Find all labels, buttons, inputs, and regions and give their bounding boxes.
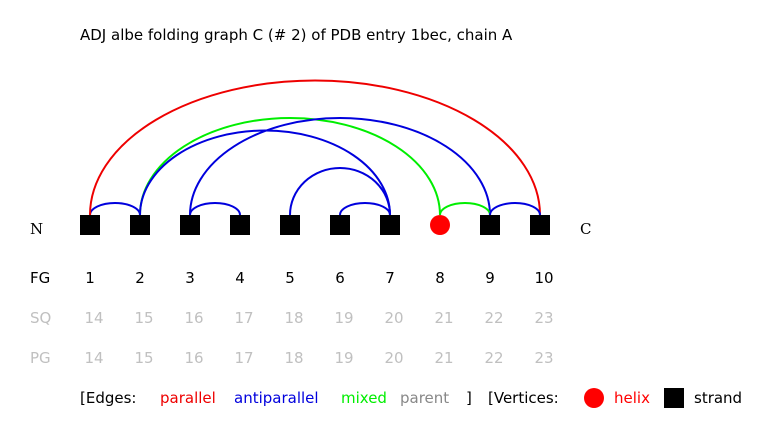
pg-index-3: 16 xyxy=(184,349,203,367)
edge-mixed-2-8 xyxy=(139,117,441,216)
vertex-strand-10 xyxy=(530,215,550,235)
legend-strand-icon xyxy=(664,388,684,408)
n-terminus-label: N xyxy=(30,220,43,238)
pg-index-8: 21 xyxy=(434,349,453,367)
edge-antiparallel-9-10 xyxy=(489,202,541,216)
pg-index-6: 19 xyxy=(334,349,353,367)
edge-antiparallel-6-7 xyxy=(339,202,391,216)
pg-index-10: 23 xyxy=(534,349,553,367)
sq-index-3: 16 xyxy=(184,309,203,327)
fg-index-8: 8 xyxy=(435,269,445,287)
sq-index-2: 15 xyxy=(134,309,153,327)
vertex-strand-1 xyxy=(80,215,100,235)
edge-layer xyxy=(89,79,541,216)
vertex-strand-4 xyxy=(230,215,250,235)
sq-index-5: 18 xyxy=(284,309,303,327)
vertex-layer xyxy=(80,215,550,235)
fg-index-3: 3 xyxy=(185,269,195,287)
vertex-strand-7 xyxy=(380,215,400,235)
fg-index-10: 10 xyxy=(534,269,553,287)
sq-row-label: SQ xyxy=(30,309,51,327)
figure-title: ADJ albe folding graph C (# 2) of PDB en… xyxy=(80,26,513,44)
pg-index-4: 17 xyxy=(234,349,253,367)
legend-strand: strand xyxy=(694,389,742,407)
sq-index-9: 22 xyxy=(484,309,503,327)
fg-row-label: FG xyxy=(30,269,50,287)
vertex-helix-8 xyxy=(430,215,450,235)
pg-index-5: 18 xyxy=(284,349,303,367)
legend-helix: helix xyxy=(614,389,650,407)
fg-index-2: 2 xyxy=(135,269,145,287)
fg-index-6: 6 xyxy=(335,269,345,287)
edge-antiparallel-1-2 xyxy=(89,202,141,216)
legend-edges-label: [Edges: xyxy=(80,389,136,407)
index-rows: 1 14 14 2 15 15 3 16 16 4 17 17 5 18 18 6 19 19 7 20 20 8 21 21… xyxy=(84,269,553,367)
c-terminus-label: C xyxy=(580,220,591,238)
edge-antiparallel-3-9 xyxy=(189,117,491,216)
legend: [Edges: parallel antiparallel mixed pare… xyxy=(80,388,742,408)
legend-vertices-label: [Vertices: xyxy=(488,389,559,407)
fg-index-7: 7 xyxy=(385,269,395,287)
fg-index-5: 5 xyxy=(285,269,295,287)
edge-antiparallel-2-7 xyxy=(139,129,391,216)
pg-index-9: 22 xyxy=(484,349,503,367)
sq-index-4: 17 xyxy=(234,309,253,327)
pg-index-7: 20 xyxy=(384,349,403,367)
sq-index-8: 21 xyxy=(434,309,453,327)
legend-antiparallel: antiparallel xyxy=(234,389,319,407)
fg-index-1: 1 xyxy=(85,269,95,287)
pg-index-1: 14 xyxy=(84,349,103,367)
legend-mixed: mixed xyxy=(341,389,387,407)
legend-parent: parent xyxy=(400,389,449,407)
fg-index-4: 4 xyxy=(235,269,245,287)
vertex-strand-3 xyxy=(180,215,200,235)
vertex-strand-9 xyxy=(480,215,500,235)
vertex-strand-5 xyxy=(280,215,300,235)
edge-mixed-8-9 xyxy=(439,202,491,216)
legend-edges-close: ] xyxy=(466,389,472,407)
sq-index-10: 23 xyxy=(534,309,553,327)
fg-index-9: 9 xyxy=(485,269,495,287)
edge-antiparallel-3-4 xyxy=(189,202,241,216)
legend-parallel: parallel xyxy=(160,389,216,407)
edge-parallel-1-10 xyxy=(89,79,541,216)
vertex-strand-6 xyxy=(330,215,350,235)
sq-index-6: 19 xyxy=(334,309,353,327)
pg-index-2: 15 xyxy=(134,349,153,367)
edge-antiparallel-5-7 xyxy=(289,167,391,216)
vertex-strand-2 xyxy=(130,215,150,235)
legend-helix-icon xyxy=(584,388,604,408)
sq-index-1: 14 xyxy=(84,309,103,327)
pg-row-label: PG xyxy=(30,349,51,367)
sq-index-7: 20 xyxy=(384,309,403,327)
